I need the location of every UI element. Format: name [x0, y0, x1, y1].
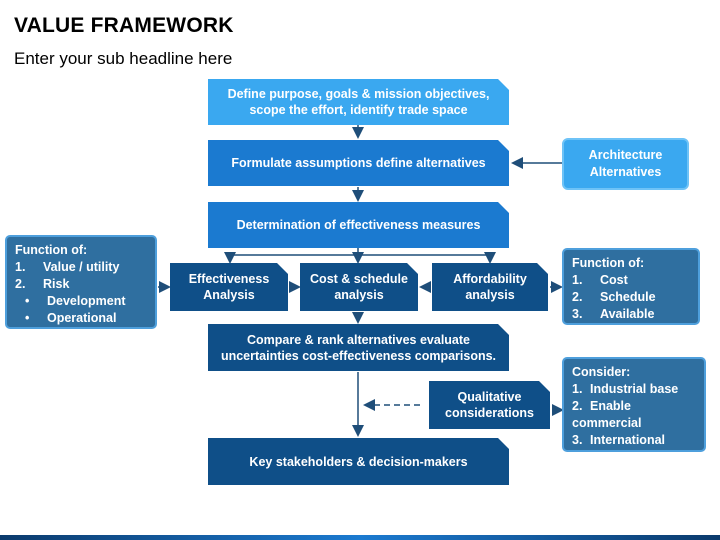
architecture-alternatives-box: Architecture Alternatives — [562, 138, 689, 190]
affordability-analysis-text: Affordability analysis — [453, 272, 527, 302]
formulate-assumptions-box: Formulate assumptions define alternative… — [208, 140, 509, 186]
page-title: VALUE FRAMEWORK — [14, 14, 234, 37]
compare-rank-box: Compare & rank alternatives evaluate unc… — [208, 324, 509, 371]
consider-panel: Consider: 1. Industrial base 2.Enable com… — [562, 357, 706, 464]
right-panel-heading: Function of: — [572, 256, 645, 270]
effectiveness-analysis-text: Effectiveness Analysis — [188, 272, 270, 302]
item-number: 1. — [572, 382, 583, 396]
item-text: Schedule — [600, 290, 656, 304]
item-text: Enable commercial — [572, 399, 642, 430]
page-subtitle: Enter your sub headline here — [14, 49, 233, 68]
consider-panel-item: 2.Enable commercial — [572, 398, 696, 432]
item-text: Industrial base — [590, 382, 679, 396]
item-number: 3. — [572, 307, 583, 321]
right-function-panel: Function of: 1. Cost 2. Schedule 3.Availab… — [562, 248, 700, 338]
right-panel-item: 1. Cost — [572, 272, 690, 289]
left-function-panel: Function of: 1. Value / utility 2. Risk • D… — [5, 235, 157, 329]
item-number: 1. — [15, 260, 26, 274]
consider-panel-heading: Consider: — [572, 365, 631, 379]
consider-panel-item: 3. International partners — [572, 432, 696, 466]
item-text: Available budget — [572, 307, 655, 338]
left-panel-bullet: • Operational — [15, 310, 147, 327]
item-number: 2. — [15, 277, 26, 291]
left-panel-item: 2. Risk — [15, 276, 147, 293]
right-panel-item: 3.Available budget — [572, 306, 690, 340]
item-number: 1. — [572, 273, 583, 287]
left-panel-item: 1. Value / utility — [15, 259, 147, 276]
qualitative-considerations-box: Qualitative considerations — [429, 381, 550, 429]
bullet-text: Development — [47, 294, 126, 308]
formulate-assumptions-text: Formulate assumptions define alternative… — [231, 156, 486, 170]
affordability-analysis-box: Affordability analysis — [432, 263, 548, 311]
compare-rank-text: Compare & rank alternatives evaluate unc… — [220, 332, 497, 363]
key-stakeholders-box: Key stakeholders & decision-makers — [208, 438, 509, 485]
item-number: 3. — [572, 433, 583, 447]
bullet-icon: • — [25, 311, 30, 325]
item-text: Value / utility — [43, 260, 120, 274]
architecture-alternatives-text: Architecture Alternatives — [588, 148, 663, 179]
key-stakeholders-text: Key stakeholders & decision-makers — [249, 454, 468, 469]
bullet-icon: • — [25, 294, 30, 308]
consider-panel-item: 1. Industrial base — [572, 381, 696, 398]
cost-schedule-analysis-text: Cost & schedule analysis — [310, 272, 408, 302]
determination-box: Determination of effectiveness measures — [208, 202, 509, 248]
determination-text: Determination of effectiveness measures — [236, 218, 481, 232]
cost-schedule-analysis-box: Cost & schedule analysis — [300, 263, 418, 311]
right-panel-item: 2. Schedule — [572, 289, 690, 306]
item-text: Risk — [43, 277, 70, 291]
bullet-text: Operational — [47, 311, 117, 325]
define-purpose-box: Define purpose, goals & mission objectiv… — [208, 79, 509, 125]
item-number: 2. — [572, 399, 583, 413]
item-text: International partners — [590, 433, 666, 464]
item-text: Cost — [600, 273, 628, 287]
left-panel-bullet: • Development — [15, 293, 147, 310]
bottom-accent-band — [0, 535, 720, 540]
item-number: 2. — [572, 290, 583, 304]
define-purpose-text: Define purpose, goals & mission objectiv… — [227, 87, 490, 117]
effectiveness-analysis-box: Effectiveness Analysis — [170, 263, 288, 311]
left-panel-heading: Function of: — [15, 243, 88, 257]
qualitative-considerations-text: Qualitative considerations — [445, 390, 534, 420]
